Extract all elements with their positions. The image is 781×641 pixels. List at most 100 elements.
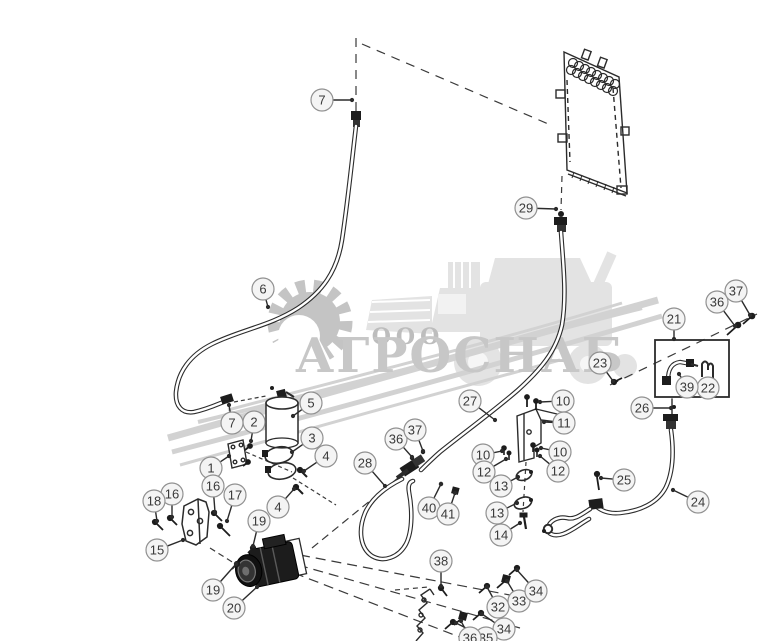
callout-number: 10 bbox=[476, 448, 490, 463]
callout-38: 38 bbox=[429, 549, 453, 589]
callout-number: 3 bbox=[308, 431, 315, 446]
callout-balloon bbox=[612, 468, 636, 492]
callout-balloon bbox=[686, 490, 710, 514]
callout-balloon bbox=[662, 307, 686, 331]
leader-arrow bbox=[492, 417, 498, 423]
callout-balloon bbox=[486, 595, 510, 619]
callout-balloon bbox=[403, 418, 427, 442]
callout-6: 6 bbox=[251, 277, 275, 310]
callout-15: 15 bbox=[145, 537, 186, 562]
callout-number: 36 bbox=[463, 631, 477, 641]
compressor bbox=[235, 533, 308, 588]
leader-arrow bbox=[484, 584, 490, 590]
callout-7: 7 bbox=[310, 88, 355, 112]
callout-number: 16 bbox=[165, 487, 179, 502]
leader-arrow bbox=[290, 413, 296, 419]
callout-number: 24 bbox=[691, 495, 705, 510]
callout-balloon bbox=[300, 426, 324, 450]
callout-3: 3 bbox=[289, 426, 324, 455]
callout-number: 2 bbox=[250, 415, 257, 430]
callout-36: 36 bbox=[384, 427, 415, 460]
hose-clamps-13 bbox=[513, 468, 533, 510]
callout-19: 19 bbox=[247, 509, 271, 549]
callout-number: 11 bbox=[557, 416, 571, 431]
callout-26: 26 bbox=[630, 396, 674, 420]
leader-arrow bbox=[233, 561, 239, 567]
leader-arrow bbox=[409, 454, 415, 460]
callout-4: 4 bbox=[301, 444, 338, 474]
callout-number: 18 bbox=[147, 494, 161, 509]
callout-21: 21 bbox=[662, 307, 686, 342]
callout-20: 20 bbox=[222, 584, 260, 620]
callout-balloon bbox=[142, 489, 166, 513]
leader-arrow bbox=[212, 509, 218, 515]
callout-balloon bbox=[630, 396, 654, 420]
leader-arrow bbox=[248, 438, 254, 444]
leader-arrow bbox=[289, 449, 295, 455]
callout-33: 33 bbox=[504, 578, 531, 613]
callout-number: 21 bbox=[667, 312, 681, 327]
callout-5: 5 bbox=[290, 391, 323, 419]
callout-12: 12 bbox=[537, 453, 570, 483]
callout-13: 13 bbox=[489, 474, 521, 498]
callout-number: 34 bbox=[497, 622, 511, 637]
leader-arrow bbox=[301, 468, 307, 474]
leader-arrow bbox=[676, 371, 682, 377]
callout-number: 15 bbox=[150, 543, 164, 558]
lower-bracket bbox=[415, 588, 435, 641]
leader-arrow bbox=[514, 567, 520, 573]
callout-39: 39 bbox=[675, 371, 699, 399]
callout-balloon bbox=[299, 391, 323, 415]
callout-number: 13 bbox=[494, 479, 508, 494]
leader-arrow bbox=[250, 543, 256, 549]
gear-icon bbox=[267, 279, 353, 369]
leader-arrow bbox=[671, 336, 677, 342]
leader-arrow bbox=[503, 456, 509, 462]
callout-balloon bbox=[546, 459, 570, 483]
leader-arrow bbox=[598, 475, 604, 481]
callout-number: 7 bbox=[318, 93, 325, 108]
leader-arrow bbox=[291, 486, 297, 492]
combine-harvester-icon bbox=[366, 251, 637, 386]
callout-18: 18 bbox=[142, 489, 166, 524]
leader-arrow bbox=[553, 206, 559, 212]
bracket-bolts-10-12 bbox=[501, 394, 540, 460]
callout-balloon bbox=[675, 375, 699, 399]
leader-arrow bbox=[458, 618, 464, 624]
callout-34: 34 bbox=[514, 567, 548, 603]
callout-number: 39 bbox=[680, 380, 694, 395]
callout-balloon bbox=[705, 290, 729, 314]
callout-24: 24 bbox=[670, 487, 710, 514]
drier-mounting-plate bbox=[227, 439, 248, 469]
leader-arrow bbox=[420, 448, 426, 454]
callout-number: 26 bbox=[635, 401, 649, 416]
callout-number: 10 bbox=[556, 394, 570, 409]
leader-arrow bbox=[226, 453, 232, 459]
leader-arrow bbox=[668, 405, 674, 411]
callout-number: 19 bbox=[252, 514, 266, 529]
callout-balloon bbox=[145, 538, 169, 562]
leader-arrow bbox=[452, 490, 458, 496]
callout-balloon bbox=[251, 277, 275, 301]
callout-balloon bbox=[384, 427, 408, 451]
callout-number: 37 bbox=[408, 423, 422, 438]
leader-arrow bbox=[254, 584, 260, 590]
callout-17: 17 bbox=[223, 483, 247, 524]
leader-arrow bbox=[499, 448, 505, 454]
leader-arrow bbox=[180, 537, 186, 543]
callout-number: 12 bbox=[477, 465, 491, 480]
callout-34: 34 bbox=[479, 611, 516, 641]
callout-balloon bbox=[472, 460, 496, 484]
callout-40: 40 bbox=[417, 481, 444, 520]
callout-number: 37 bbox=[729, 284, 743, 299]
hose-28-loop bbox=[358, 476, 416, 562]
callout-number: 34 bbox=[529, 584, 543, 599]
callout-balloon bbox=[489, 523, 513, 547]
callout-number: 36 bbox=[389, 432, 403, 447]
leader-arrow bbox=[154, 518, 160, 524]
callout-number: 38 bbox=[434, 554, 448, 569]
leader-arrow bbox=[537, 453, 543, 459]
receiver-drier bbox=[265, 386, 299, 449]
leader-arrow bbox=[537, 399, 543, 405]
